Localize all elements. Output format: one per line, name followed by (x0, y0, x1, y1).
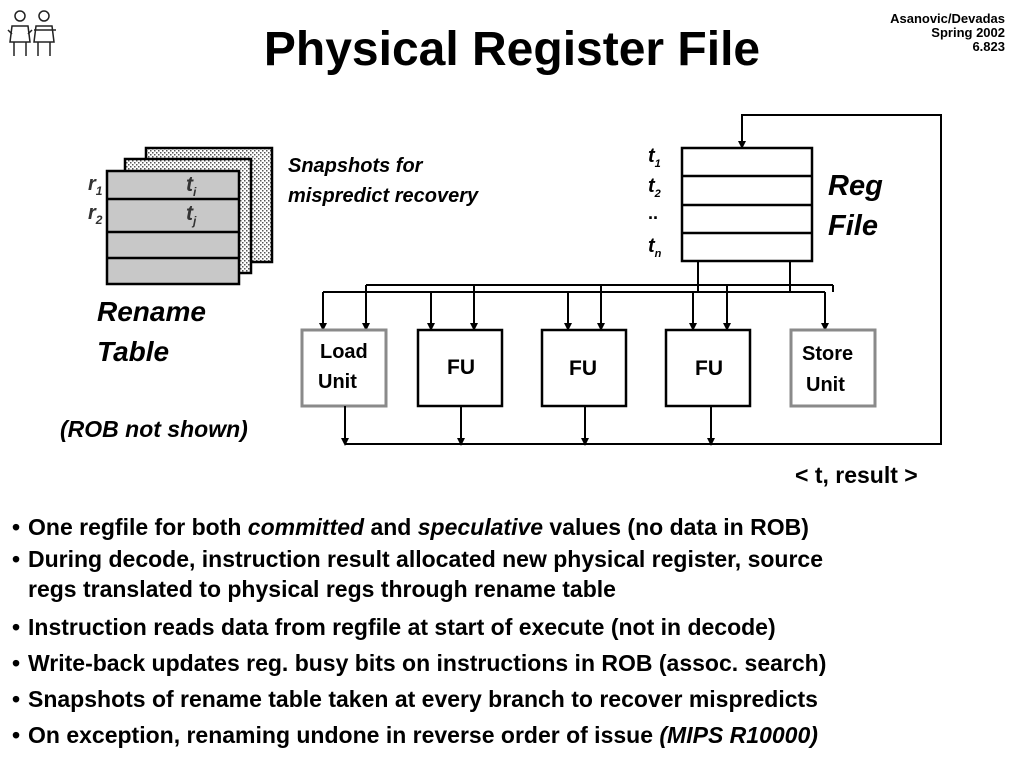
store-unit-label-line2: Unit (806, 374, 845, 396)
regfile-tag-tn: tn (648, 235, 662, 260)
bullet-execute-reads: •Instruction reads data from regfile at … (12, 614, 776, 640)
operand-buses (319, 261, 834, 331)
rename-reg-r1: r1 (88, 173, 103, 198)
snapshots-note-line1: Snapshots for (288, 155, 423, 177)
regfile-tag-ellipsis: .. (648, 203, 659, 223)
fu-label-2: FU (569, 357, 597, 380)
result-bus-label: < t, result > (795, 462, 918, 488)
rename-table (105, 169, 241, 286)
credit-authors: Asanovic/Devadas (890, 11, 1005, 26)
rename-table-label-line1: Rename (97, 296, 206, 327)
reg-file-label-line1: Reg (828, 170, 883, 202)
load-unit-label-line1: Load (320, 341, 368, 363)
regfile-tag-t2: t2 (648, 175, 661, 200)
reg-file-label-line2: File (828, 210, 878, 242)
bullet-decode-line1: •During decode, instruction result alloc… (12, 546, 823, 572)
rename-tag-ti: ti (186, 173, 197, 200)
snapshots-note-line2: mispredict recovery (288, 185, 479, 207)
store-unit-label-line1: Store (802, 343, 854, 365)
institute-logo (7, 10, 56, 56)
register-file-block (680, 146, 814, 263)
rename-reg-r2: r2 (88, 202, 103, 227)
bullet-regfile-committed-speculative: •One regfile for both committed and spec… (12, 514, 809, 540)
bullet-exception: •On exception, renaming undone in revers… (12, 722, 818, 748)
regfile-tag-t1: t1 (648, 145, 661, 170)
store-unit-box (789, 328, 877, 408)
rename-tag-tj: tj (186, 202, 197, 229)
bullet-snapshots: •Snapshots of rename table taken at ever… (12, 686, 818, 712)
bullet-decode-line2: regs translated to physical regs through… (28, 576, 616, 602)
credit-term: Spring 2002 (931, 25, 1005, 40)
fu-label-3: FU (695, 357, 723, 380)
slide-title: Physical Register File (263, 23, 761, 76)
fu-label-1: FU (447, 356, 475, 379)
write-back-path (345, 114, 942, 445)
load-unit-label-line2: Unit (318, 371, 357, 393)
result-bus-drops (341, 406, 715, 446)
fu-box-3 (664, 328, 752, 408)
fu-box-1 (416, 328, 504, 408)
credit-course: 6.823 (972, 39, 1005, 54)
rename-table-label-line2: Table (97, 336, 170, 367)
rob-note: (ROB not shown) (60, 416, 248, 442)
bullet-write-back: •Write-back updates reg. busy bits on in… (12, 650, 827, 676)
